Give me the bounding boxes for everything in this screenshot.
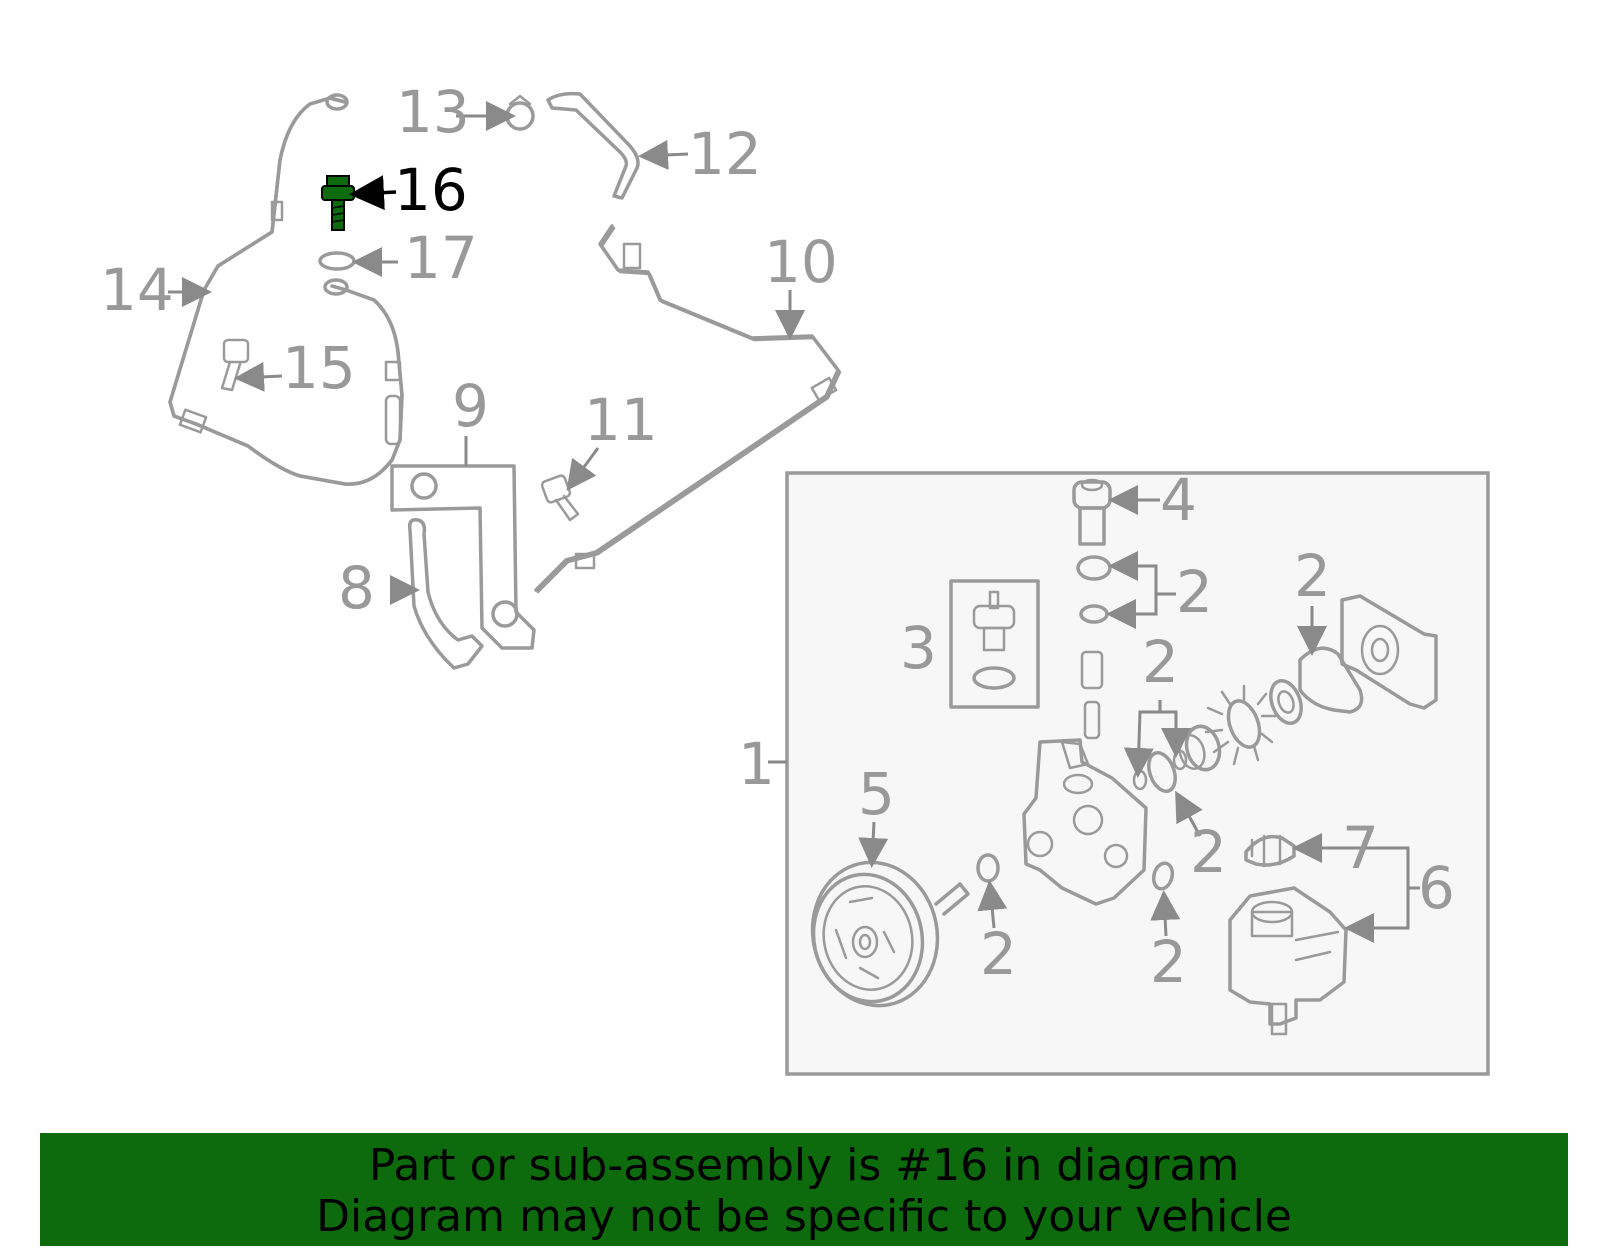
label-2: 2: [1150, 928, 1187, 996]
label-1: 1: [738, 730, 775, 798]
part-13-clamp[interactable]: [505, 94, 535, 131]
part-2-oring-c[interactable]: [1151, 861, 1175, 891]
label-14: 14: [100, 256, 174, 324]
part-16-bolt[interactable]: [321, 175, 355, 231]
label-8: 8: [338, 554, 375, 622]
part-6-reservoir[interactable]: [1228, 886, 1348, 1036]
label-16: 16: [394, 156, 468, 224]
banner-line-2: Diagram may not be specific to your vehi…: [316, 1191, 1292, 1242]
banner-line-1: Part or sub-assembly is #16 in diagram: [368, 1140, 1240, 1191]
label-5: 5: [858, 760, 895, 828]
pump-body[interactable]: [1022, 738, 1148, 906]
label-4: 4: [1160, 466, 1197, 534]
part-14-pressure-hose[interactable]: [168, 93, 404, 486]
part-5-pulley[interactable]: [799, 851, 970, 1018]
info-banner: Part or sub-assembly is #16 in diagram D…: [40, 1133, 1568, 1246]
part-12-return-hose[interactable]: [546, 91, 640, 200]
label-12: 12: [688, 120, 762, 188]
label-10: 10: [764, 228, 838, 296]
label-17: 17: [404, 224, 478, 292]
label-7: 7: [1342, 814, 1379, 882]
pump-rear-housing: [1340, 594, 1438, 710]
pump-spool: [1080, 650, 1104, 740]
label-9: 9: [452, 372, 489, 440]
label-2: 2: [1294, 542, 1331, 610]
part-15-bolt[interactable]: [220, 338, 250, 392]
label-2: 2: [1176, 558, 1213, 626]
pump-rotor: [1204, 684, 1278, 766]
label-13: 13: [396, 78, 470, 146]
pump-side-plate: [1269, 679, 1303, 725]
part-8-hose[interactable]: [407, 517, 484, 670]
label-6: 6: [1418, 854, 1455, 922]
label-15: 15: [282, 334, 356, 402]
label-2: 2: [1142, 628, 1179, 696]
label-3: 3: [900, 614, 937, 682]
label-2: 2: [980, 920, 1017, 988]
part-9-bracket[interactable]: [390, 464, 536, 650]
part-3-valve-kit[interactable]: [949, 579, 1040, 709]
part-17-washer[interactable]: [318, 251, 356, 271]
label-2: 2: [1190, 818, 1227, 886]
label-11: 11: [584, 386, 658, 454]
